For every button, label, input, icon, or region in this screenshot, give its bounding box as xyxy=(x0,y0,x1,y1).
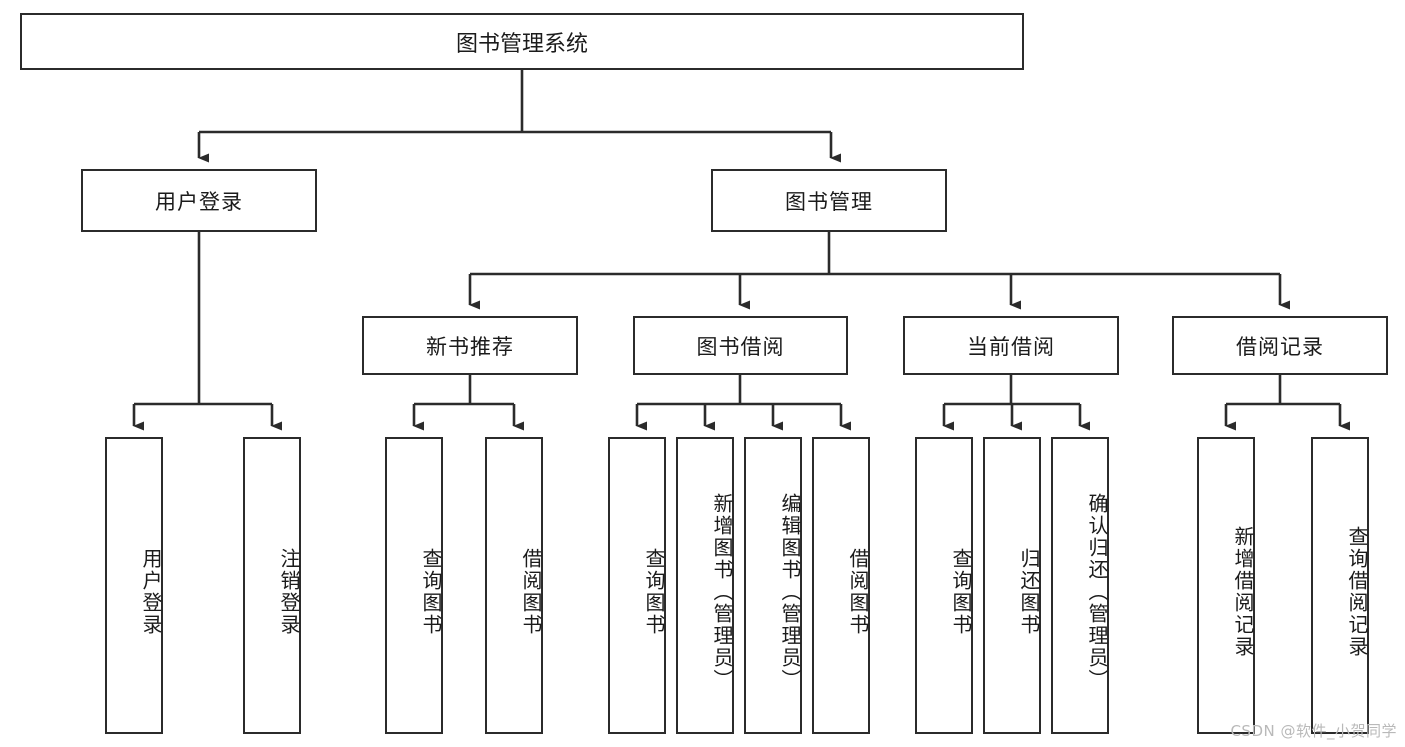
node-label: 编辑图书（管理员） xyxy=(778,492,802,691)
leaf-node-leaf-borrow-book[interactable]: 借阅图书 xyxy=(812,437,870,734)
node-label: 新书推荐 xyxy=(426,334,514,359)
node-label: 图书管理系统 xyxy=(455,31,588,57)
node-user-login[interactable]: 用户登录 xyxy=(81,169,317,232)
leaf-node-leaf-logout[interactable]: 注销登录 xyxy=(243,437,301,734)
leaf-node-leaf-edit-book[interactable]: 编辑图书（管理员） xyxy=(744,437,802,734)
leaf-node-leaf-return-book[interactable]: 归还图书 xyxy=(983,437,1041,734)
node-label: 用户登录 xyxy=(139,547,163,636)
node-book-manage[interactable]: 图书管理 xyxy=(711,169,947,232)
node-borrow-record[interactable]: 借阅记录 xyxy=(1172,316,1388,375)
leaf-node-leaf-query-book-cur[interactable]: 查询图书 xyxy=(915,437,973,734)
node-label: 新增图书（管理员） xyxy=(710,492,734,691)
leaf-node-leaf-borrow-book-rec[interactable]: 借阅图书 xyxy=(485,437,543,734)
watermark-text: CSDN @软件_小贺同学 xyxy=(1230,722,1397,740)
leaf-node-leaf-query-record[interactable]: 查询借阅记录 xyxy=(1311,437,1369,734)
leaf-node-leaf-add-record[interactable]: 新增借阅记录 xyxy=(1197,437,1255,734)
leaf-node-leaf-user-login[interactable]: 用户登录 xyxy=(105,437,163,734)
leaf-node-leaf-confirm-return[interactable]: 确认归还（管理员） xyxy=(1051,437,1109,734)
node-new-book-rec[interactable]: 新书推荐 xyxy=(362,316,578,375)
leaf-node-leaf-add-book[interactable]: 新增图书（管理员） xyxy=(676,437,734,734)
node-label: 当前借阅 xyxy=(967,334,1055,359)
leaf-node-leaf-query-book-borrow[interactable]: 查询图书 xyxy=(608,437,666,734)
leaf-node-leaf-query-book-rec[interactable]: 查询图书 xyxy=(385,437,443,734)
node-label: 借阅记录 xyxy=(1236,334,1324,359)
node-label: 新增借阅记录 xyxy=(1231,525,1255,658)
node-label: 借阅图书 xyxy=(846,547,870,636)
node-label: 图书管理 xyxy=(785,189,873,214)
node-label: 查询借阅记录 xyxy=(1345,525,1369,658)
node-root[interactable]: 图书管理系统 xyxy=(20,13,1024,70)
node-label: 借阅图书 xyxy=(519,547,543,636)
node-book-borrow[interactable]: 图书借阅 xyxy=(633,316,848,375)
node-current-borrow[interactable]: 当前借阅 xyxy=(903,316,1119,375)
node-label: 查询图书 xyxy=(949,547,973,636)
node-label: 用户登录 xyxy=(155,189,243,214)
node-label: 注销登录 xyxy=(277,547,301,636)
node-label: 查询图书 xyxy=(419,547,443,636)
node-label: 归还图书 xyxy=(1017,547,1041,636)
node-label: 图书借阅 xyxy=(696,334,785,359)
node-label: 查询图书 xyxy=(642,547,666,636)
node-label: 确认归还（管理员） xyxy=(1085,492,1109,691)
